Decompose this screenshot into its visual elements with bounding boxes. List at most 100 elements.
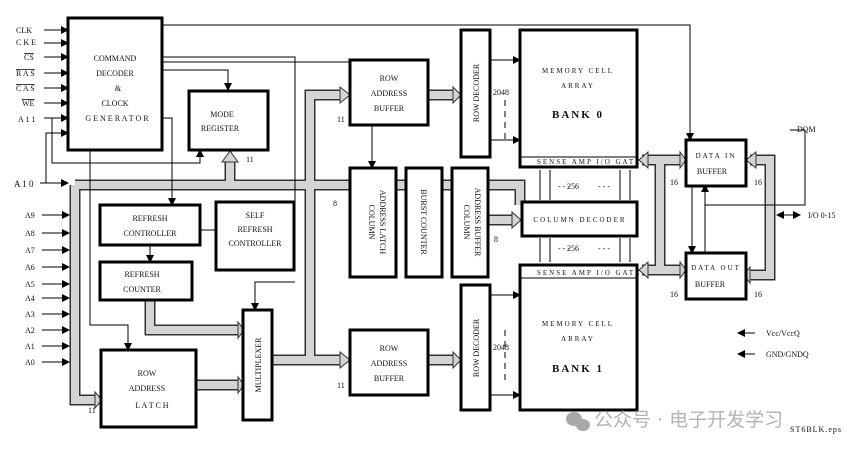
- svg-text:SELF: SELF: [246, 211, 265, 220]
- svg-text:16: 16: [754, 178, 762, 187]
- svg-text:C K E: C K E: [16, 38, 36, 47]
- svg-text:BUFFER: BUFFER: [374, 374, 405, 383]
- svg-text:MULTIPLEXER: MULTIPLEXER: [254, 337, 263, 392]
- svg-text:A7: A7: [25, 246, 35, 255]
- input-cs: CS: [24, 53, 69, 62]
- self-refresh-controller-block: SELF REFRESH CONTROLLER: [214, 200, 296, 272]
- svg-text:A1: A1: [25, 342, 35, 351]
- svg-text:R A S: R A S: [16, 69, 35, 78]
- wechat-icon: [566, 412, 590, 431]
- svg-text:&: &: [115, 84, 122, 93]
- svg-text:REFRESH: REFRESH: [124, 270, 159, 279]
- svg-text:256: 256: [567, 182, 579, 191]
- svg-text:DATA OUT: DATA OUT: [691, 264, 741, 272]
- svg-text:A6: A6: [25, 263, 35, 272]
- column-address-buffer-block: COLUMN ADDRESS BUFFER: [450, 166, 490, 279]
- svg-text:A9: A9: [25, 211, 35, 220]
- svg-text:DATA IN: DATA IN: [696, 152, 737, 160]
- input-we: WE: [22, 99, 69, 108]
- row-address-buffer-bottom: ROW ADDRESS BUFFER: [348, 328, 430, 397]
- svg-text:公众号 · 电子开发学习: 公众号 · 电子开发学习: [594, 409, 783, 431]
- input-a2: A2: [25, 326, 70, 335]
- svg-text:A4: A4: [25, 294, 35, 303]
- data-out-buffer-block: DATA OUT BUFFER: [684, 251, 748, 301]
- svg-text:MEMORY CELL: MEMORY CELL: [542, 320, 614, 328]
- svg-text:A5: A5: [25, 280, 35, 289]
- burst-counter-block: BURST COUNTER: [404, 166, 444, 279]
- svg-text:11: 11: [246, 155, 254, 164]
- bus-width-labels: 11 11 8 11 11 8 2048 2048 - - - 256 - - …: [88, 88, 835, 415]
- svg-text:COMMAND: COMMAND: [94, 54, 137, 63]
- svg-text:CONTROLLER: CONTROLLER: [124, 229, 178, 238]
- input-a10: A 1 0: [14, 179, 69, 189]
- input-a0: A0: [25, 358, 70, 367]
- svg-text:MEMORY CELL: MEMORY CELL: [542, 67, 614, 75]
- memory-bank-1: SENSE AMP I/O GATE MEMORY CELL ARRAY BAN…: [518, 263, 641, 412]
- svg-text:- - -: - - -: [558, 182, 570, 191]
- row-decoder-bottom: ROW DECODER: [459, 283, 492, 412]
- input-clk: CLK: [16, 26, 69, 35]
- svg-text:ROW DECODER: ROW DECODER: [472, 318, 481, 377]
- svg-text:256: 256: [567, 244, 579, 253]
- refresh-controller-block: REFRESH CONTROLLER: [98, 203, 202, 247]
- svg-text:BANK 0: BANK 0: [552, 109, 604, 121]
- svg-text:11: 11: [88, 406, 96, 415]
- row-address-latch-block: ROW ADDRESS L A T C H: [99, 348, 198, 429]
- svg-text:SENSE AMP I/O GATE: SENSE AMP I/O GATE: [537, 269, 641, 277]
- svg-text:ROW DECODER: ROW DECODER: [472, 63, 481, 122]
- input-a5: A5: [25, 280, 70, 289]
- svg-text:SENSE AMP I/O GATE: SENSE AMP I/O GATE: [537, 158, 641, 166]
- svg-text:2048: 2048: [493, 343, 509, 352]
- column-address-latch-block: COLUMN ADDRESS LATCH: [348, 166, 398, 279]
- command-decoder-block: COMMAND DECODER & CLOCK G E N E R A T O …: [66, 16, 164, 152]
- svg-text:COLUMN: COLUMN: [462, 205, 471, 240]
- svg-text:ROW: ROW: [138, 369, 157, 378]
- svg-text:2048: 2048: [493, 88, 509, 97]
- data-in-buffer-block: DATA IN BUFFER: [684, 138, 748, 188]
- refresh-counter-block: REFRESH COUNTER: [98, 260, 194, 302]
- input-a4: A4: [25, 294, 70, 303]
- svg-text:CS: CS: [24, 53, 34, 62]
- svg-text:ROW: ROW: [380, 74, 399, 83]
- control-inputs: CLK C K E CS R A S C A S WE A 1 1 A 1 0: [14, 26, 69, 189]
- input-a6: A6: [25, 263, 70, 272]
- svg-text:WE: WE: [22, 99, 35, 108]
- svg-text:CLK: CLK: [16, 26, 32, 35]
- svg-text:COLUMN DECODER: COLUMN DECODER: [533, 216, 626, 224]
- signal-lines: [45, 24, 806, 399]
- svg-text:GND/GNDQ: GND/GNDQ: [766, 350, 809, 359]
- input-a8: A8: [25, 229, 70, 238]
- svg-text:BURST COUNTER: BURST COUNTER: [419, 189, 428, 255]
- row-decoder-top: ROW DECODER: [459, 28, 492, 159]
- input-a3: A3: [25, 310, 70, 319]
- svg-text:BANK 1: BANK 1: [552, 363, 604, 375]
- memory-bank-0: MEMORY CELL ARRAY BANK 0 SENSE AMP I/O G…: [518, 28, 641, 169]
- svg-text:REFRESH: REFRESH: [237, 225, 272, 234]
- svg-text:COLUMN: COLUMN: [367, 205, 376, 240]
- svg-text:ROW: ROW: [380, 344, 399, 353]
- svg-text:A3: A3: [25, 310, 35, 319]
- row-address-buffer-top: ROW ADDRESS BUFFER: [348, 58, 430, 127]
- svg-text:8: 8: [494, 235, 498, 244]
- svg-text:16: 16: [670, 178, 678, 187]
- figure-id: ST6BLK.eps: [790, 425, 842, 434]
- svg-text:L A T C H: L A T C H: [135, 401, 168, 410]
- address-bus: [69, 85, 776, 410]
- svg-text:REFRESH: REFRESH: [132, 214, 167, 223]
- svg-text:CONTROLLER: CONTROLLER: [229, 239, 283, 248]
- svg-text:11: 11: [337, 381, 345, 390]
- input-cke: C K E: [16, 38, 69, 47]
- multiplexer-block: MULTIPLEXER: [241, 308, 274, 422]
- svg-text:ADDRESS BUFFER: ADDRESS BUFFER: [473, 188, 482, 257]
- svg-text:BUFFER: BUFFER: [697, 167, 728, 176]
- svg-text:16: 16: [754, 290, 762, 299]
- svg-text:ARRAY: ARRAY: [561, 335, 595, 343]
- svg-text:ADDRESS LATCH: ADDRESS LATCH: [378, 190, 387, 254]
- svg-text:- - -: - - -: [598, 182, 610, 191]
- svg-text:A8: A8: [25, 229, 35, 238]
- svg-text:BUFFER: BUFFER: [695, 280, 726, 289]
- input-ras: R A S: [16, 69, 69, 78]
